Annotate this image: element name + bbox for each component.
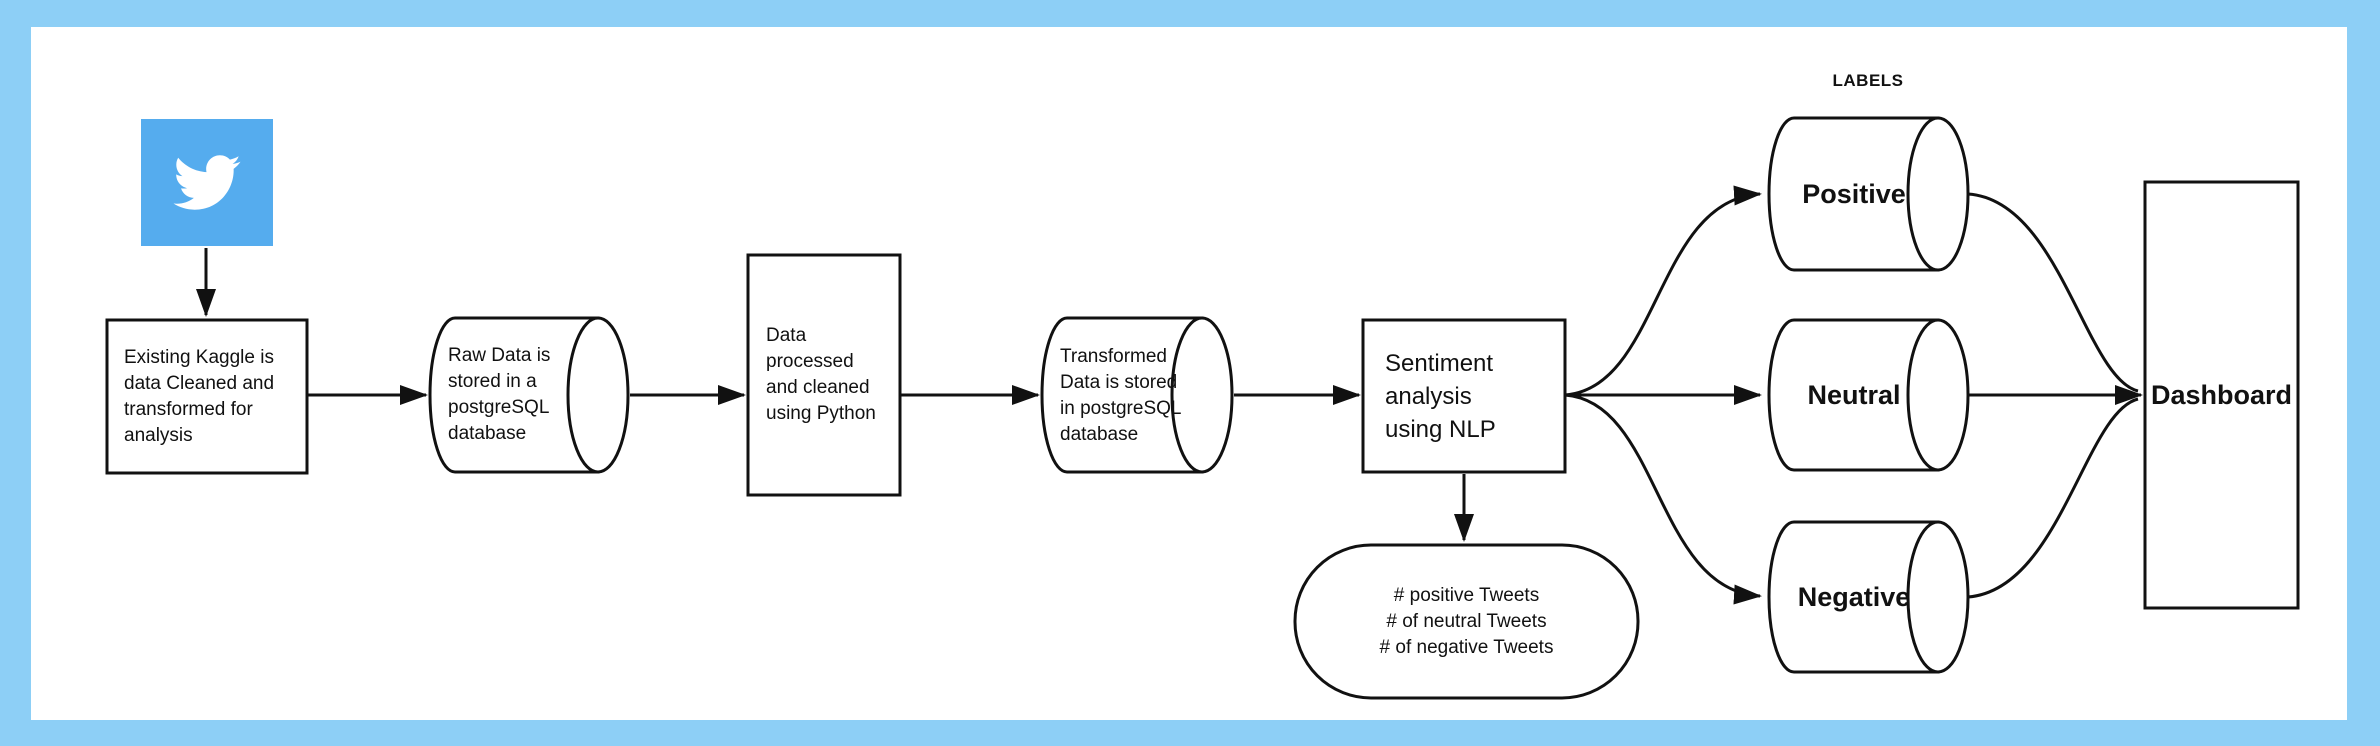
negative-db-label: Negative <box>1797 582 1911 612</box>
kaggle-box-shape <box>105 318 309 475</box>
counts-pill-shape <box>1293 543 1640 700</box>
twitter-bird-icon <box>173 155 241 210</box>
counts-pill-label: # positive Tweets # of neutral Tweets # … <box>1379 584 1554 658</box>
transformed-db-cylinder-end <box>1170 316 1234 474</box>
arrow-sentiment-to-negative <box>1564 393 1762 605</box>
curve-negative-to-dashboard <box>1967 397 2139 599</box>
sentiment-box-label: Sentiment analysis using NLP <box>1385 349 1496 443</box>
labels-heading: LABELS <box>1832 71 1904 90</box>
positive-db-label: Positive <box>1802 179 1906 209</box>
arrow-sentiment-to-positive <box>1564 185 1762 397</box>
neutral-db-label: Neutral <box>1807 380 1901 410</box>
transformed-db-cylinder-body <box>1040 316 1204 474</box>
dashboard-box-label: Dashboard <box>2150 380 2293 410</box>
positive-cylinder-body <box>1767 116 1940 272</box>
curve-positive-to-dashboard <box>1967 192 2139 393</box>
neutral-cylinder-body <box>1767 318 1940 472</box>
dashboard-box-shape <box>2143 180 2300 610</box>
python-box-shape <box>746 253 902 497</box>
kaggle-box-label: Existing Kaggle is data Cleaned and tran… <box>124 346 275 446</box>
raw-db-label: Raw Data is stored in a postgreSQL datab… <box>448 345 551 444</box>
transformed-db-label: Transformed Data is stored in postgreSQL… <box>1060 345 1182 445</box>
sentiment-box-shape <box>1361 318 1567 474</box>
python-box-label: Data processed and cleaned using Python <box>766 325 876 424</box>
negative-cylinder-body <box>1767 520 1940 674</box>
twitter-icon <box>141 119 273 246</box>
raw-db-cylinder-end <box>566 316 630 474</box>
raw-db-cylinder-body <box>428 316 600 474</box>
